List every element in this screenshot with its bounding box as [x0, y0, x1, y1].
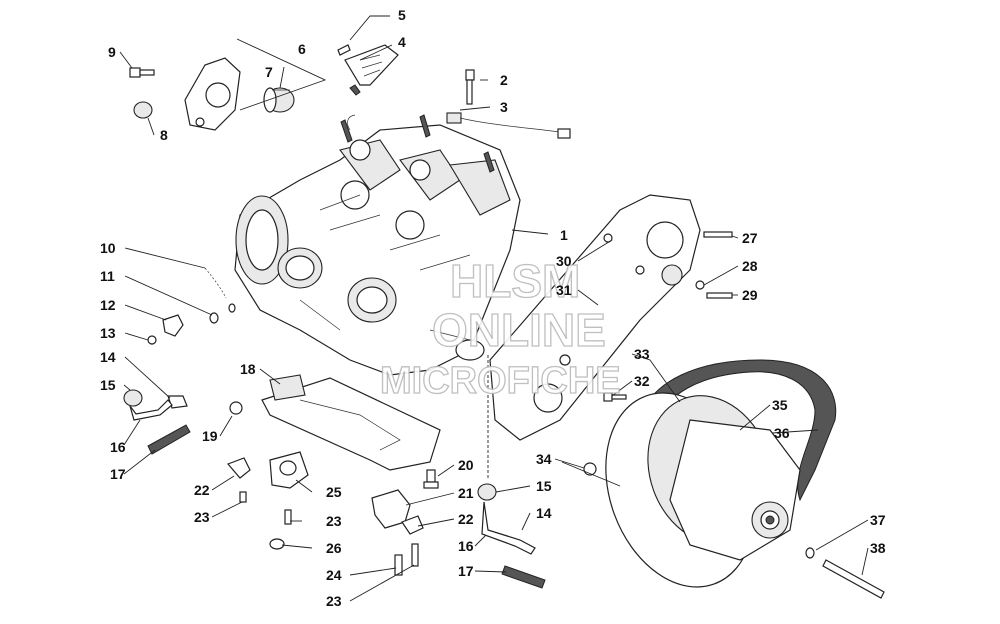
bolt-32[interactable]	[603, 392, 627, 402]
callout-6: 6	[298, 41, 306, 57]
washer-37[interactable]	[805, 547, 815, 559]
watermark-line1: HLSM	[450, 255, 580, 307]
bolt-27[interactable]	[703, 231, 733, 238]
rope-clip[interactable]	[337, 44, 351, 56]
temp-sensor[interactable]	[446, 112, 571, 139]
clamp-12[interactable]	[162, 314, 184, 337]
rubber-mount[interactable]	[133, 101, 153, 119]
hose-16b[interactable]	[481, 501, 536, 555]
watermark-line2: ONLINE	[432, 304, 606, 356]
callout-7: 7	[265, 64, 273, 80]
bolt-20[interactable]	[423, 469, 439, 489]
bolt-19[interactable]	[229, 401, 243, 415]
callout-24: 24	[326, 567, 342, 583]
callout-19: 19	[202, 428, 218, 444]
callout-30: 30	[556, 253, 572, 269]
callout-34: 34	[536, 451, 552, 467]
clip-11[interactable]	[209, 312, 219, 324]
callout-13: 13	[100, 325, 116, 341]
callout-23b: 23	[326, 513, 342, 529]
drive-clutch[interactable]	[580, 372, 801, 608]
bolt-23c[interactable]	[411, 543, 419, 567]
callout-17b: 17	[458, 563, 474, 579]
engine-mount-plate[interactable]	[261, 374, 441, 471]
clamp-22a[interactable]	[226, 457, 251, 479]
callout-9: 9	[108, 44, 116, 60]
callout-labels: 1 2 3 4 5 6 7 8 9 10 11 12 13 14 14 15 1…	[100, 7, 886, 609]
bolt-2[interactable]	[465, 69, 475, 105]
callout-11: 11	[100, 268, 115, 284]
callout-15b: 15	[536, 478, 552, 494]
clamp-22b[interactable]	[401, 515, 424, 535]
pull-handle[interactable]	[344, 44, 399, 96]
nut-26[interactable]	[269, 538, 285, 550]
hose-16[interactable]	[129, 399, 173, 421]
bolt-9[interactable]	[129, 67, 155, 78]
washer-28[interactable]	[695, 280, 705, 290]
callout-1: 1	[560, 227, 568, 243]
callout-31: 31	[556, 282, 572, 298]
nut-13[interactable]	[147, 335, 157, 345]
callout-8: 8	[160, 127, 168, 143]
callout-33: 33	[634, 346, 650, 362]
callout-32: 32	[634, 373, 650, 389]
callout-21: 21	[458, 485, 474, 501]
bolt-38[interactable]	[822, 559, 885, 599]
cap-15[interactable]	[123, 389, 143, 407]
callout-27: 27	[742, 230, 758, 246]
washer-10[interactable]	[228, 303, 236, 313]
engine-assembly[interactable]	[234, 114, 521, 376]
watermark: HLSM ONLINE MICROFICHE	[379, 254, 621, 402]
callout-22b: 22	[458, 511, 474, 527]
spring-17[interactable]	[147, 424, 191, 455]
callout-16a: 16	[110, 439, 126, 455]
callout-12: 12	[100, 297, 116, 313]
bolt-29[interactable]	[706, 292, 733, 299]
bolt-24[interactable]	[394, 554, 403, 576]
callout-37: 37	[870, 512, 886, 528]
bushing[interactable]	[263, 87, 295, 113]
callout-4: 4	[398, 34, 406, 50]
leader-lines	[119, 15, 869, 602]
callout-26: 26	[326, 540, 342, 556]
callout-36: 36	[774, 425, 790, 441]
callout-20: 20	[458, 457, 474, 473]
bolt-23a[interactable]	[239, 491, 247, 503]
callout-3: 3	[500, 99, 508, 115]
damper-25[interactable]	[269, 451, 309, 489]
spring-clip[interactable]	[204, 267, 227, 299]
callout-35: 35	[772, 397, 788, 413]
engine-bracket[interactable]	[184, 57, 241, 131]
callout-5: 5	[398, 7, 406, 23]
spring-17b[interactable]	[501, 565, 546, 589]
callout-10: 10	[100, 240, 116, 256]
callout-25: 25	[326, 484, 342, 500]
callout-28: 28	[742, 258, 758, 274]
callout-22a: 22	[194, 482, 210, 498]
callout-23c: 23	[326, 593, 342, 609]
callout-23a: 23	[194, 509, 210, 525]
callout-14a: 14	[100, 349, 116, 365]
callout-15a: 15	[100, 377, 116, 393]
callout-16b: 16	[458, 538, 474, 554]
callout-2: 2	[500, 72, 508, 88]
callout-17a: 17	[110, 466, 126, 482]
chaincase-plate[interactable]	[489, 194, 701, 441]
callout-29: 29	[742, 287, 758, 303]
watermark-line3: MICROFICHE	[380, 360, 621, 402]
callout-38: 38	[870, 540, 886, 556]
cap-15b[interactable]	[477, 483, 497, 501]
bolt-23b[interactable]	[284, 509, 292, 525]
callout-14b: 14	[536, 505, 552, 521]
callout-18: 18	[240, 361, 256, 377]
